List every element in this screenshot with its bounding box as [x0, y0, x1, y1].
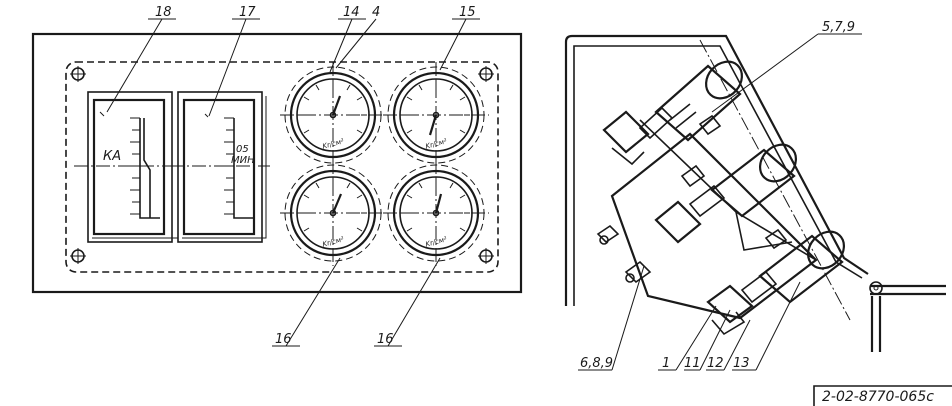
callout-14: 14: [343, 5, 360, 20]
pressure-gauge-top-left: Kr/cм²: [280, 62, 386, 168]
callout-12: 12: [707, 356, 724, 371]
housing-bracket: [564, 34, 869, 306]
gauge-unit-label: Kr/cм²: [322, 137, 345, 150]
tachometer-unit-label: МИН: [231, 155, 255, 166]
tachometer-scale-label: 05: [236, 144, 249, 155]
pressure-gauge-bottom-left: Kr/cм²: [280, 160, 386, 266]
panel-dashed-inner-frame: [65, 61, 499, 273]
drawing-code-block: 2-02-8770-065c: [813, 385, 952, 406]
gauge-unit-label: Kr/cм²: [425, 235, 448, 248]
panel-outer-frame: [31, 32, 523, 294]
callout-1: 1: [662, 356, 670, 371]
callout-6-8-9: 6,8,9: [580, 356, 613, 371]
callout-17: 17: [239, 5, 256, 20]
instrument-panel-front-view: КА 05 МИН Kr/cм²: [31, 5, 523, 347]
callout-15: 15: [459, 5, 476, 20]
valve-assemblies: [596, 110, 788, 336]
leader-lines-left: [106, 18, 480, 347]
drawing-code: 2-02-8770-065c: [822, 389, 934, 405]
gauge-unit-label: Kr/cм²: [425, 137, 448, 150]
mounting-holes: [70, 66, 494, 264]
callout-16-right: 16: [377, 332, 394, 347]
callout-16-left: 16: [275, 332, 292, 347]
pressure-gauge-top-right: Kr/cм²: [383, 62, 489, 168]
mounting-bracket: [870, 284, 946, 352]
leader-lines-right: [578, 33, 862, 371]
ammeter-unit-label: КА: [103, 149, 121, 164]
callout-18: 18: [155, 5, 172, 20]
ammeter-meter: [74, 91, 182, 243]
callout-5-7-9: 5,7,9: [822, 20, 855, 35]
pressure-gauge-bottom-right: Kr/cм²: [383, 160, 489, 266]
instrument-panel-side-view: 5,7,9 6,8,9 1 11 12 13: [564, 20, 946, 371]
manifold-block: [610, 132, 818, 320]
gauge-unit-label: Kr/cм²: [322, 235, 345, 248]
callout-11: 11: [684, 356, 701, 371]
callout-13: 13: [733, 356, 750, 371]
tachometer-meter: [170, 91, 270, 243]
gauge-body-middle: [688, 143, 798, 218]
gauge-body-lower: [740, 230, 846, 304]
callout-4: 4: [372, 5, 380, 20]
